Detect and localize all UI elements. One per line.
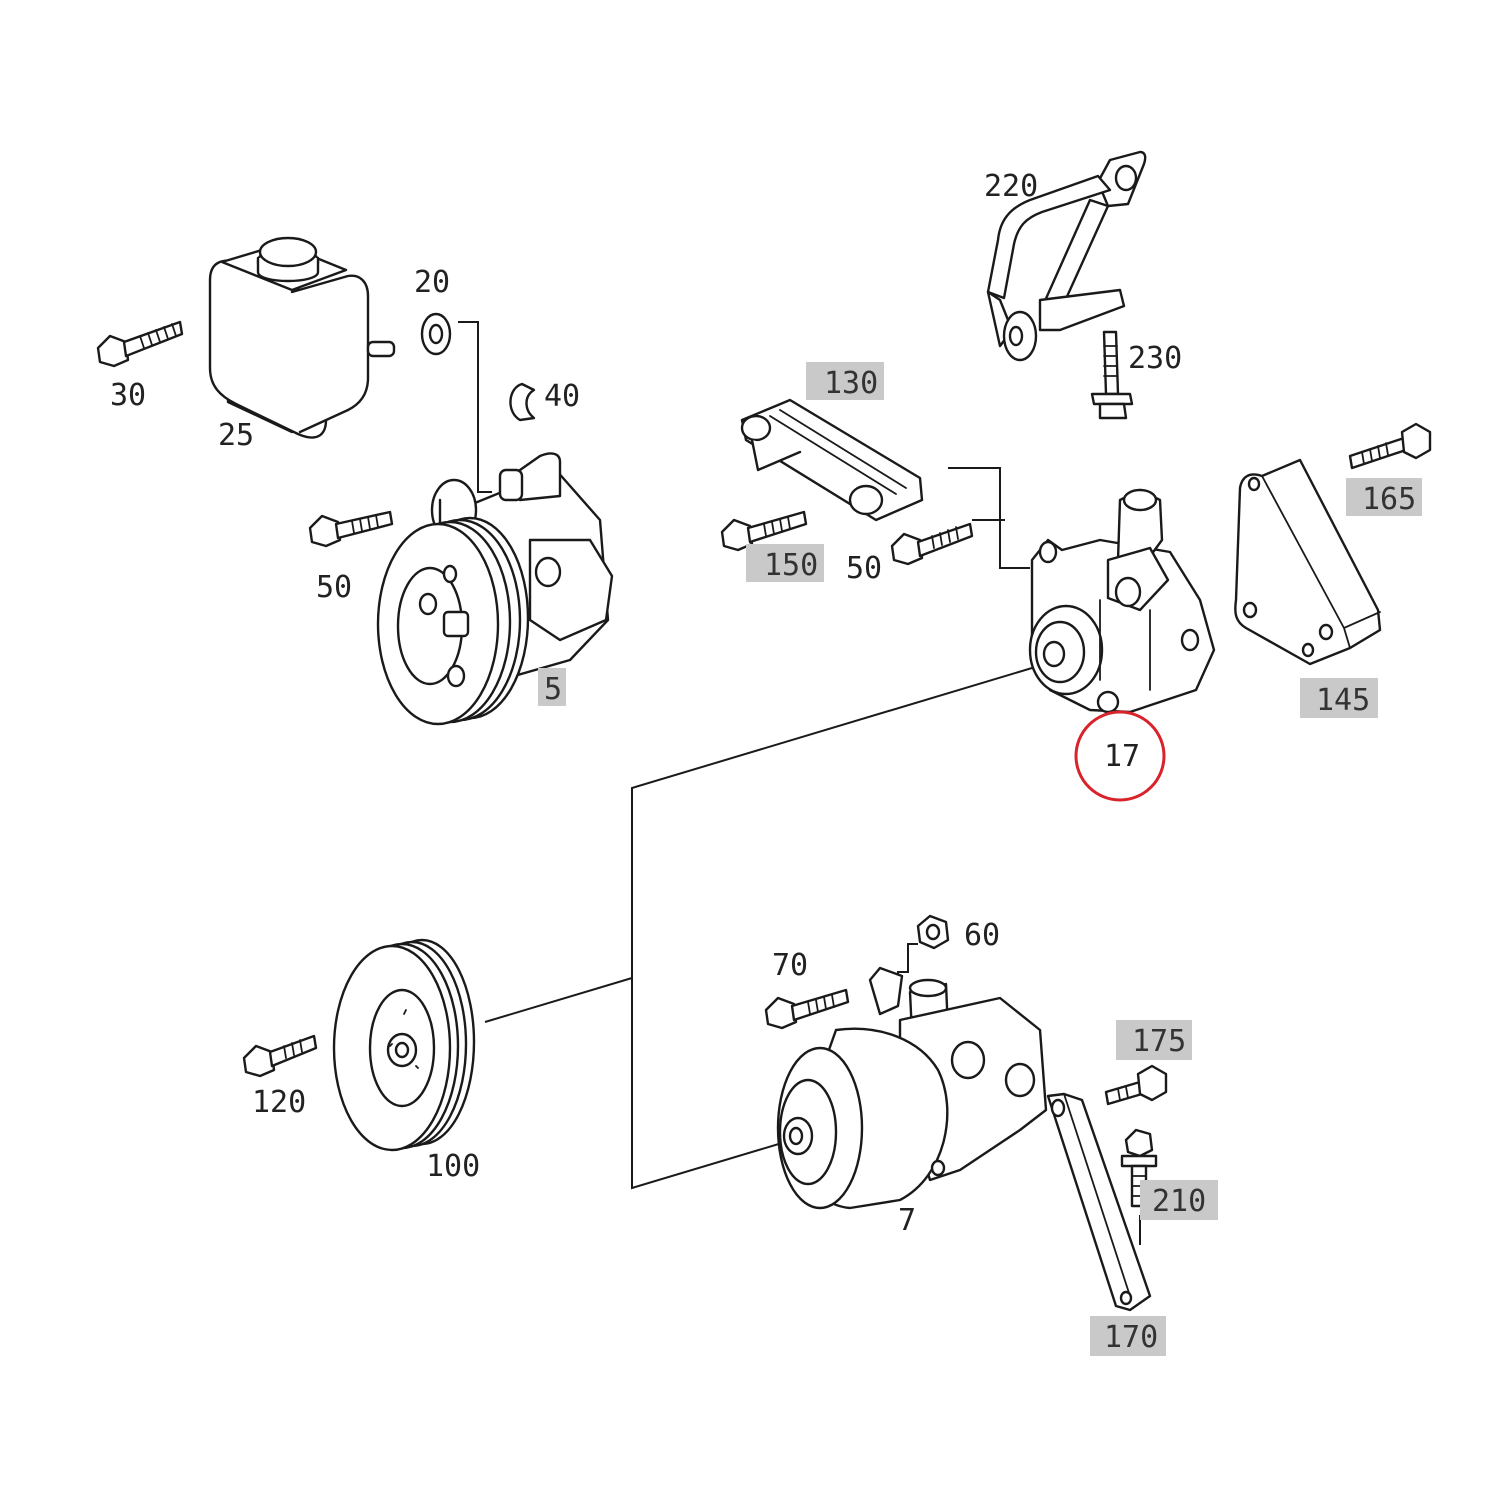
label-210: 210 xyxy=(1152,1184,1206,1219)
label-60: 60 xyxy=(964,918,1000,953)
label-7: 7 xyxy=(898,1203,916,1238)
pulley-100-part[interactable] xyxy=(332,938,476,1152)
nut-60-part[interactable] xyxy=(916,914,950,950)
bolt-30-part[interactable] xyxy=(96,320,184,368)
bolt-50-right-part[interactable] xyxy=(890,522,974,566)
label-100: 100 xyxy=(426,1149,480,1184)
bolt-70-part[interactable] xyxy=(764,988,850,1030)
pump-7-part[interactable] xyxy=(776,966,1048,1210)
bolt-230-part[interactable] xyxy=(1090,330,1134,420)
plate-145-part[interactable] xyxy=(1234,458,1382,666)
highlight-label-145[interactable]: 145 xyxy=(1300,678,1378,718)
highlighted-part-labels: 130 150 5 165 145 175 210 170 xyxy=(538,362,1422,1356)
clip-40-part[interactable] xyxy=(509,382,536,422)
label-50-left: 50 xyxy=(316,570,352,605)
bolt-50-left-part[interactable] xyxy=(308,510,394,548)
label-175: 175 xyxy=(1132,1024,1186,1059)
label-17: 17 xyxy=(1104,739,1140,774)
bolt-175-part[interactable] xyxy=(1104,1064,1168,1106)
circled-part-marker xyxy=(1074,710,1166,802)
label-40: 40 xyxy=(544,379,580,414)
bracket-130-part[interactable] xyxy=(740,398,924,522)
label-25: 25 xyxy=(218,418,254,453)
label-230: 230 xyxy=(1128,341,1182,376)
highlight-label-130[interactable]: 130 xyxy=(806,362,884,401)
leader-lines xyxy=(458,321,1141,1245)
label-170: 170 xyxy=(1104,1320,1158,1355)
label-150: 150 xyxy=(764,548,818,583)
highlight-label-150[interactable]: 150 xyxy=(746,544,824,583)
label-145: 145 xyxy=(1316,683,1370,718)
label-220: 220 xyxy=(984,169,1038,204)
strap-170-part[interactable] xyxy=(1046,1092,1152,1312)
reservoir-25-part[interactable] xyxy=(208,236,396,439)
highlight-label-170[interactable]: 170 xyxy=(1090,1316,1166,1356)
seal-20-part[interactable] xyxy=(420,312,452,356)
label-5: 5 xyxy=(544,672,562,707)
label-50-right: 50 xyxy=(846,551,882,586)
bracket-220-part[interactable] xyxy=(986,150,1147,362)
label-20: 20 xyxy=(414,265,450,300)
bolt-165-part[interactable] xyxy=(1348,422,1432,470)
part-labels: 20 40 30 25 50 220 230 50 17 60 70 120 1… xyxy=(110,169,1182,1238)
pump-5-part[interactable] xyxy=(376,452,614,726)
pump-17-part[interactable] xyxy=(1028,488,1216,714)
label-70: 70 xyxy=(772,948,808,983)
label-130: 130 xyxy=(824,366,878,401)
highlight-label-210[interactable]: 210 xyxy=(1140,1180,1218,1220)
highlight-label-175[interactable]: 175 xyxy=(1116,1020,1192,1060)
highlight-label-165[interactable]: 165 xyxy=(1346,478,1422,517)
label-165: 165 xyxy=(1362,482,1416,517)
label-120: 120 xyxy=(252,1085,306,1120)
bolt-120-part[interactable] xyxy=(242,1034,318,1078)
highlight-label-5[interactable]: 5 xyxy=(538,668,566,707)
label-30: 30 xyxy=(110,378,146,413)
